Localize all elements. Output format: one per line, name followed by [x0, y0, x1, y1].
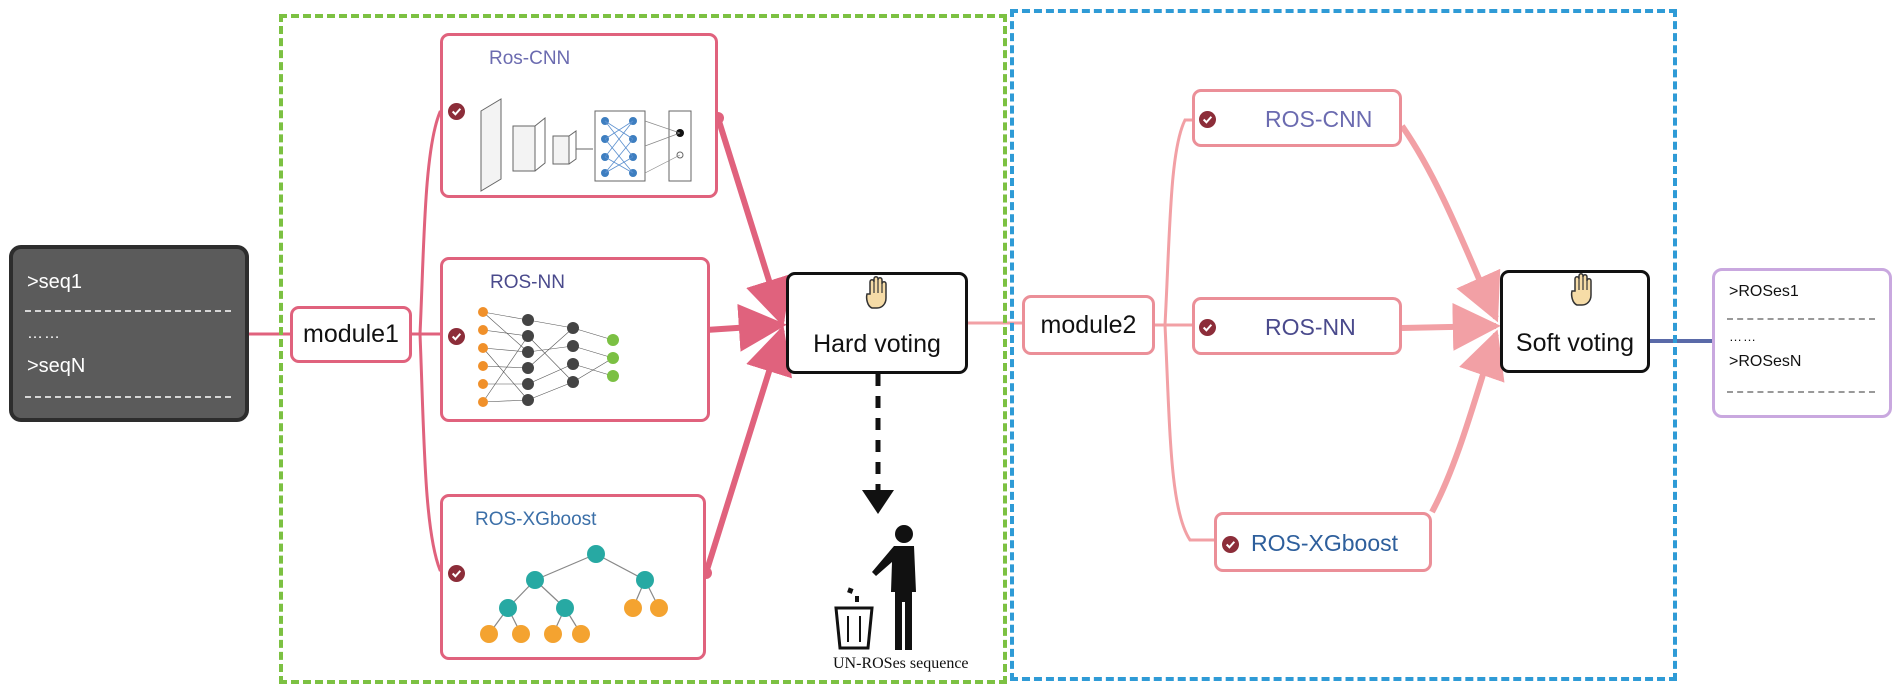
soft-voting-label: Soft voting: [1515, 329, 1635, 357]
input-line-1: >seq1: [27, 271, 83, 293]
module2-to-cnn-wire: [1155, 118, 1192, 327]
module2-box: module2: [1022, 295, 1155, 355]
tree-diagram: [480, 545, 668, 643]
module2-nn-label: ROS-NN: [1265, 314, 1356, 340]
module1-cnn-card: Ros-CNN: [440, 33, 718, 198]
module1-to-cnn-wire: [412, 110, 452, 336]
output-dash-1: [1727, 318, 1875, 320]
module1-cnn-title: Ros-CNN: [489, 48, 571, 69]
module2-xgb-label: ROS-XGboost: [1251, 530, 1398, 556]
module2-label: module2: [1040, 310, 1137, 339]
trash-icon: [834, 587, 874, 650]
module1-xgb-title: ROS-XGboost: [475, 509, 597, 530]
output-sequences-box: >ROSes1 …… >ROSesN: [1712, 268, 1892, 418]
hand-icon: [1570, 273, 1592, 306]
hand-icon: [865, 276, 887, 309]
input-dash-2: [25, 396, 231, 398]
hard-voting-label: Hard voting: [813, 330, 941, 358]
module2-nn-card: ROS-NN: [1192, 297, 1402, 355]
module2-cnn-card: ROS-CNN: [1192, 89, 1402, 147]
output-dots: ……: [1729, 329, 1757, 344]
check-icon: [448, 565, 465, 582]
output-line-2: >ROSesN: [1729, 353, 1802, 370]
output-line-1: >ROSes1: [1729, 283, 1799, 300]
person-icon: [872, 525, 916, 650]
cnn-to-hard-voting-wire: [715, 117, 792, 327]
module2-frame: [1010, 9, 1677, 681]
module1-label: module1: [303, 320, 399, 348]
module1-nn-card: ROS-NN: [440, 257, 710, 422]
check-icon: [1199, 111, 1216, 128]
discard-caption: UN-ROSes sequence: [833, 655, 969, 672]
module1-box: module1: [290, 306, 412, 363]
module1-nn-title: ROS-NN: [490, 272, 565, 293]
module2-to-xgb-wire: [1155, 323, 1214, 542]
hard-voting-box: Hard voting: [786, 272, 968, 374]
module1-frame: [279, 14, 1007, 684]
check-icon: [1199, 319, 1216, 336]
xgb-to-hard-voting-wire: [703, 325, 793, 574]
xgb2-to-soft-voting-wire: [1429, 329, 1505, 514]
cnn-diagram: [480, 98, 692, 192]
module1-xgb-card: ROS-XGboost: [440, 494, 706, 660]
check-icon: [1222, 536, 1239, 553]
module2-cnn-label: ROS-CNN: [1265, 106, 1373, 132]
nn2-to-soft-voting-wire: [1401, 302, 1501, 351]
input-sequences-box: >seq1 …… >seqN: [9, 245, 249, 422]
module1-to-xgb-wire: [412, 332, 452, 572]
output-dash-2: [1727, 391, 1875, 393]
module2-xgb-card: ROS-XGboost: [1214, 512, 1432, 572]
discard-arrow-head: [862, 490, 894, 514]
check-icon: [448, 103, 465, 120]
input-line-2: >seqN: [27, 355, 86, 377]
input-dash-1: [25, 310, 231, 312]
check-icon: [448, 328, 465, 345]
cnn2-to-soft-voting-wire: [1399, 124, 1501, 323]
nn-diagram: [478, 307, 619, 407]
soft-voting-box: Soft voting: [1500, 270, 1650, 373]
input-dots: ……: [27, 325, 61, 342]
